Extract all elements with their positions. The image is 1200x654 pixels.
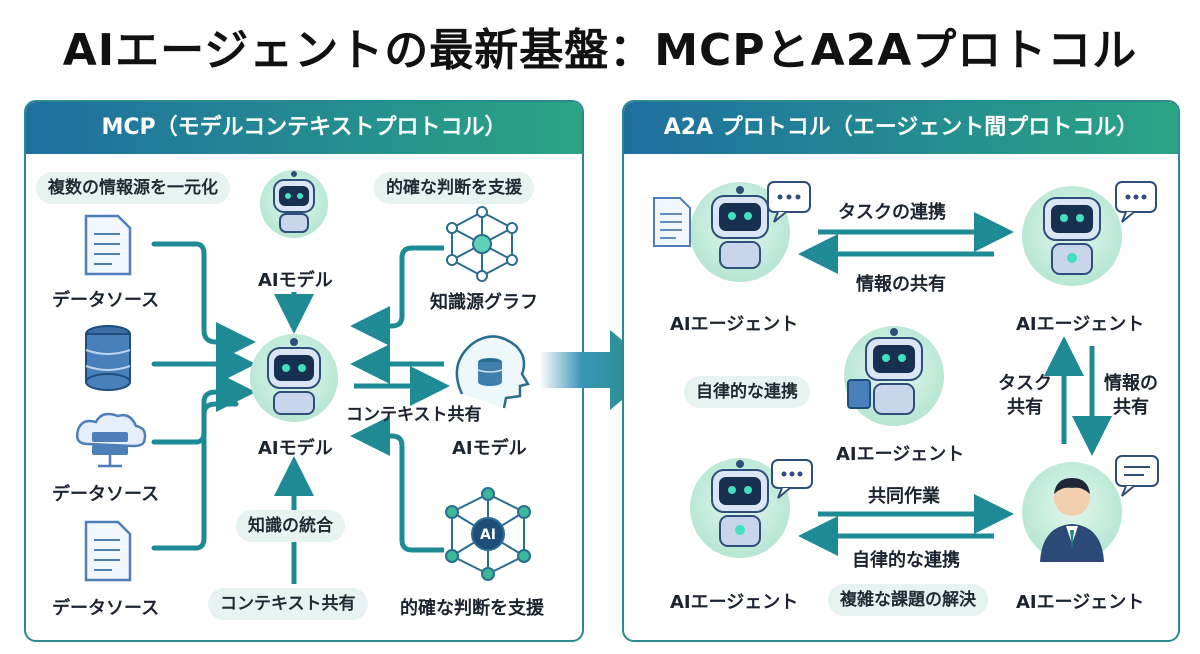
pill-decision-support: 的確な判断を支援 <box>374 172 534 204</box>
task-share-line-1: タスク <box>998 373 1052 394</box>
collaboration-label: 共同作業 <box>868 486 940 507</box>
info-share-line-1: 情報の <box>1104 373 1158 394</box>
brain-database-icon <box>455 335 530 409</box>
agent-bottom-left-label: AIエージェント <box>670 592 799 613</box>
bottom-exchange-arrows <box>798 494 1014 556</box>
robot-icon <box>260 170 328 238</box>
info-share-line-2: 共有 <box>1113 397 1149 418</box>
document-icon <box>653 197 691 247</box>
robot-agent-icon <box>690 458 790 558</box>
data-source-arrows <box>151 241 256 551</box>
knowledge-graph-icon <box>446 206 518 282</box>
ai-model-right-label: AIモデル <box>452 438 527 459</box>
task-coordination-label: タスクの連携 <box>838 202 946 223</box>
chat-bubble-icon <box>771 459 813 499</box>
mcp-diagram-graphics: AI <box>75 170 531 584</box>
top-exchange-arrows <box>798 212 1014 274</box>
knowledge-graph-label: 知識源グラフ <box>430 292 538 313</box>
pill-autonomous: 自律的な連携 <box>684 376 810 408</box>
agent-bottom-right-label: AIエージェント <box>1016 592 1145 613</box>
a2a-panel: A2A プロトコル（エージェント間プロトコル） <box>622 100 1180 642</box>
database-icon <box>85 325 131 391</box>
data-source-label: データソース <box>52 598 160 619</box>
vertical-exchange-arrows <box>1044 336 1112 456</box>
data-source-label: データソース <box>52 484 160 505</box>
context-share-arrow-label: コンテキスト共有 <box>346 405 482 425</box>
pill-context-sharing: コンテキスト共有 <box>208 588 368 620</box>
mcp-panel: MCP（モデルコンテキストプロトコル） <box>24 100 584 642</box>
decision-support-label: 的確な判断を支援 <box>400 598 544 619</box>
pill-knowledge-integration: 知識の統合 <box>236 510 345 542</box>
mcp-panel-header: MCP（モデルコンテキストプロトコル） <box>26 102 582 154</box>
autonomous-coordination-label: 自律的な連携 <box>852 550 960 571</box>
document-icon <box>84 520 132 582</box>
person-agent-icon <box>1022 462 1122 562</box>
info-share-label: 情報の 共有 <box>1104 372 1158 420</box>
ai-model-center-label: AIモデル <box>258 438 333 459</box>
ai-node-text: AI <box>480 527 496 543</box>
cloud-server-icon <box>75 412 147 468</box>
info-sharing-label: 情報の共有 <box>856 274 946 295</box>
agent-center-label: AIエージェント <box>836 444 965 465</box>
chat-bubble-icon <box>1115 181 1157 223</box>
agent-top-right-label: AIエージェント <box>1016 314 1145 335</box>
robot-agent-icon <box>1022 186 1122 286</box>
task-share-line-2: 共有 <box>1007 397 1043 418</box>
robot-icon <box>250 334 338 422</box>
ai-network-icon <box>445 487 531 581</box>
knowledge-graph-arrow <box>350 245 444 384</box>
task-share-label: タスク 共有 <box>998 372 1052 420</box>
document-icon <box>84 214 132 276</box>
a2a-diagram-graphics <box>653 181 1159 562</box>
bottom-network-arrow <box>350 416 444 553</box>
pill-complex-problem: 複雑な課題の解決 <box>828 584 988 616</box>
pill-unify-sources: 複数の情報源を一元化 <box>36 172 230 204</box>
robot-agent-icon <box>690 182 790 282</box>
a2a-panel-header: A2A プロトコル（エージェント間プロトコル） <box>624 102 1178 154</box>
chat-bubble-icon <box>767 181 811 223</box>
page-title: AIエージェントの最新基盤：MCPとA2Aプロトコル <box>62 25 1138 76</box>
chat-lines-icon <box>1115 455 1159 497</box>
agent-top-left-label: AIエージェント <box>670 314 799 335</box>
data-source-label: データソース <box>52 290 160 311</box>
ai-model-top-label: AIモデル <box>258 270 333 291</box>
robot-agent-icon <box>844 326 944 426</box>
